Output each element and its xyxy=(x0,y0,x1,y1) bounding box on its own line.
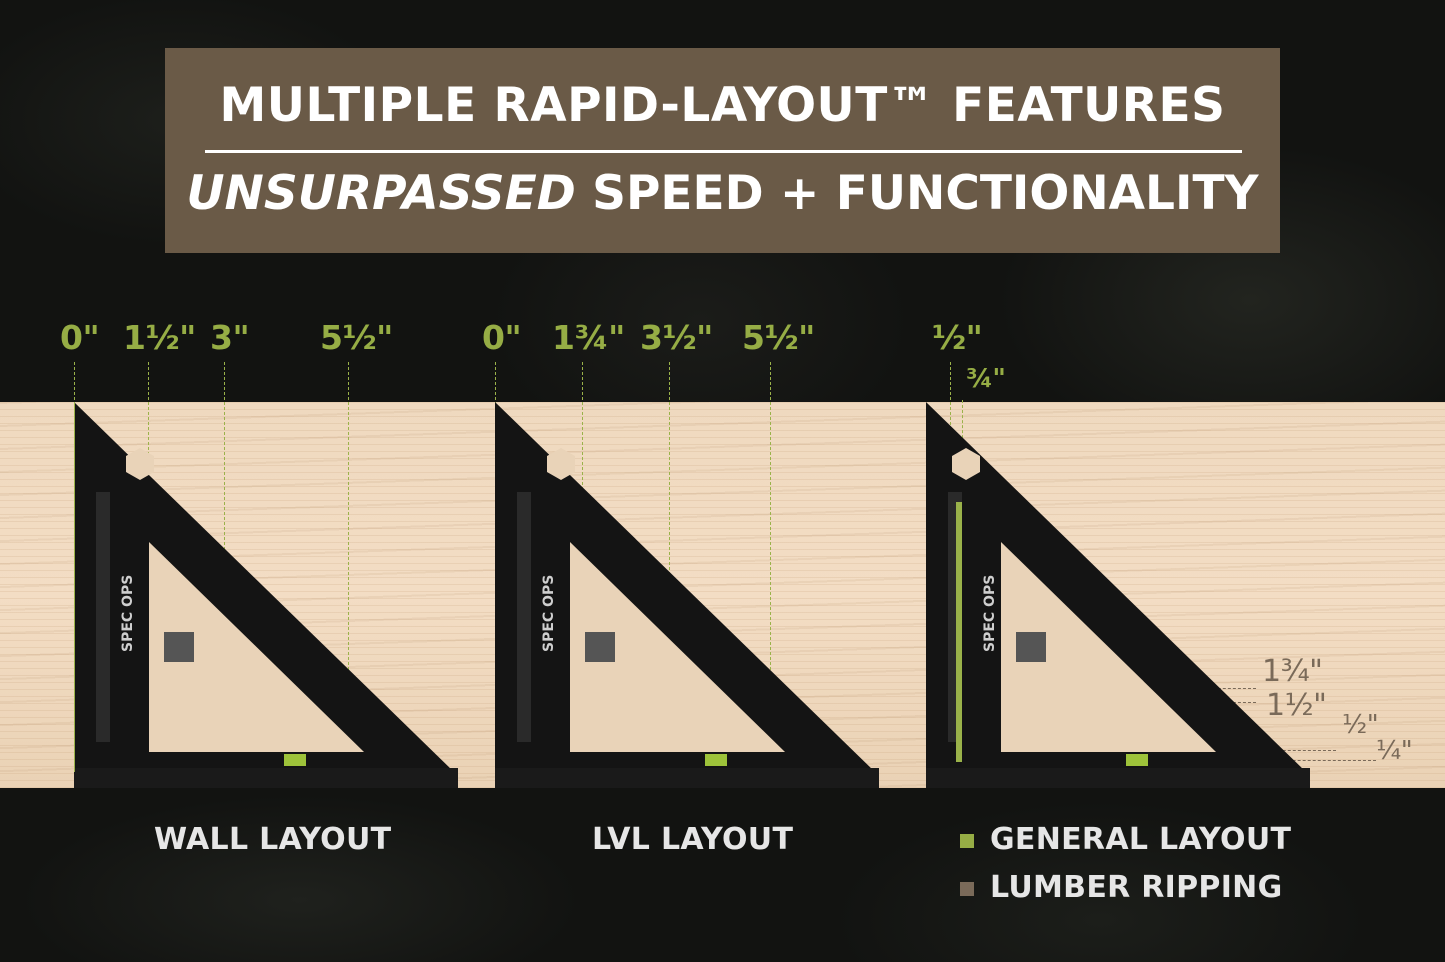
legend-swatch-ripping xyxy=(960,882,974,896)
panel1-label: WALL LAYOUT xyxy=(154,822,392,857)
speed-square-general: SPEC OPS xyxy=(926,402,1310,788)
panel3-measure-side-0: 1¾" xyxy=(1262,654,1323,689)
panel2-measure-1: 1¾" xyxy=(552,318,625,357)
panel3-measure-top-1: ¾" xyxy=(966,364,1006,394)
speed-square-lvl: SPEC OPS xyxy=(495,402,879,788)
legend-swatch-general xyxy=(960,834,974,848)
panel2-measure-0: 0" xyxy=(482,318,522,357)
panel2-label: LVL LAYOUT xyxy=(592,822,794,857)
legend-label-general: GENERAL LAYOUT xyxy=(990,822,1292,857)
square-brand-text: SPEC OPS xyxy=(541,575,557,652)
panel2-guide-2 xyxy=(669,362,670,780)
square-brand-text: SPEC OPS xyxy=(120,575,136,652)
header-subtitle-emphasis: UNSURPASSED xyxy=(186,166,576,221)
header-divider xyxy=(205,150,1242,153)
speed-square-wall: SPEC OPS xyxy=(74,402,458,788)
panel1-measure-3: 5½" xyxy=(320,318,393,357)
header-title: MULTIPLE RAPID-LAYOUT™ FEATURES xyxy=(219,78,1226,133)
panel1-measure-2: 3" xyxy=(210,318,250,357)
panel2-measure-3: 5½" xyxy=(742,318,815,357)
panel2-guide-3 xyxy=(770,362,771,780)
header-subtitle: UNSURPASSED SPEED + FUNCTIONALITY xyxy=(0,166,1445,221)
panel3-measure-side-1: 1½" xyxy=(1266,688,1327,723)
legend-label-ripping: LUMBER RIPPING xyxy=(990,870,1283,905)
panel1-guide-3 xyxy=(348,362,349,780)
panel1-measure-1: 1½" xyxy=(123,318,196,357)
panel2-measure-2: 3½" xyxy=(640,318,713,357)
panel3-measure-top-0: ½" xyxy=(932,318,983,357)
square-brand-text: SPEC OPS xyxy=(982,575,998,652)
panel3-measure-side-2: ½" xyxy=(1342,710,1379,740)
panel3-measure-side-3: ¼" xyxy=(1376,736,1413,766)
header-subtitle-rest: SPEED + FUNCTIONALITY xyxy=(575,166,1259,221)
panel1-measure-0: 0" xyxy=(60,318,100,357)
